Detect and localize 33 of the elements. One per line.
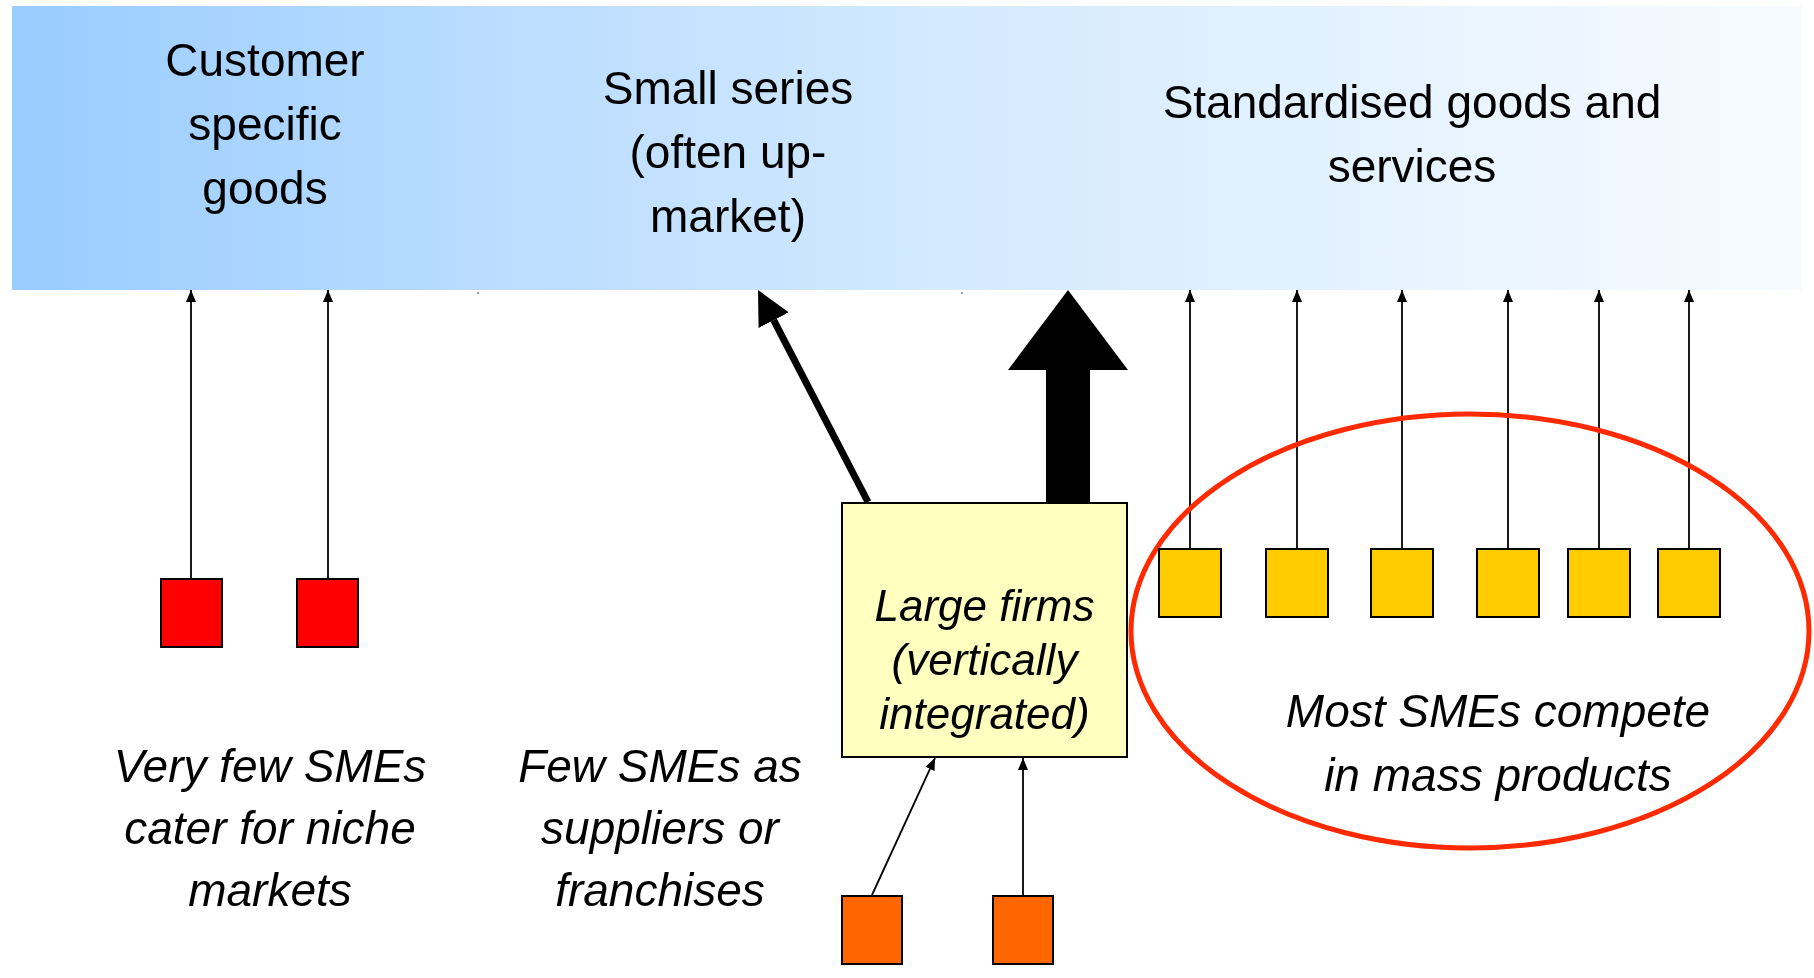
arrow — [186, 289, 196, 579]
square — [1265, 548, 1329, 618]
arrow — [1594, 289, 1604, 549]
arrow — [1503, 289, 1513, 549]
square — [1476, 548, 1540, 618]
column-heading: Small series (often up-market) — [601, 61, 855, 244]
arrow — [1018, 757, 1028, 896]
header-panel — [962, 6, 1802, 290]
caption-text: Very few SMEs cater for niche markets — [112, 739, 428, 918]
arrow — [1292, 289, 1302, 549]
ellipse-caption: Most SMEs compete in mass products — [1284, 684, 1712, 803]
square — [1158, 548, 1222, 618]
header-panel — [12, 6, 478, 290]
box-text: Large firms (vertically integrated) — [873, 580, 1096, 740]
arrow — [1008, 290, 1128, 502]
square — [841, 895, 903, 965]
arrow — [871, 757, 936, 896]
square — [992, 895, 1054, 965]
large-firms-box — [841, 502, 1128, 758]
arrow — [1185, 289, 1195, 549]
ellipse-outline — [1128, 411, 1812, 851]
square — [1567, 548, 1631, 618]
arrow — [323, 289, 333, 579]
arrow — [758, 290, 872, 504]
square — [1370, 548, 1434, 618]
column-heading: Customer specific goods — [164, 33, 366, 216]
square — [160, 578, 223, 648]
arrow — [1684, 289, 1694, 549]
square — [1657, 548, 1721, 618]
caption-text: Few SMEs as suppliers or franchises — [517, 739, 803, 918]
arrow — [1397, 289, 1407, 549]
column-heading: Standardised goods and services — [1161, 75, 1663, 194]
square — [296, 578, 359, 648]
